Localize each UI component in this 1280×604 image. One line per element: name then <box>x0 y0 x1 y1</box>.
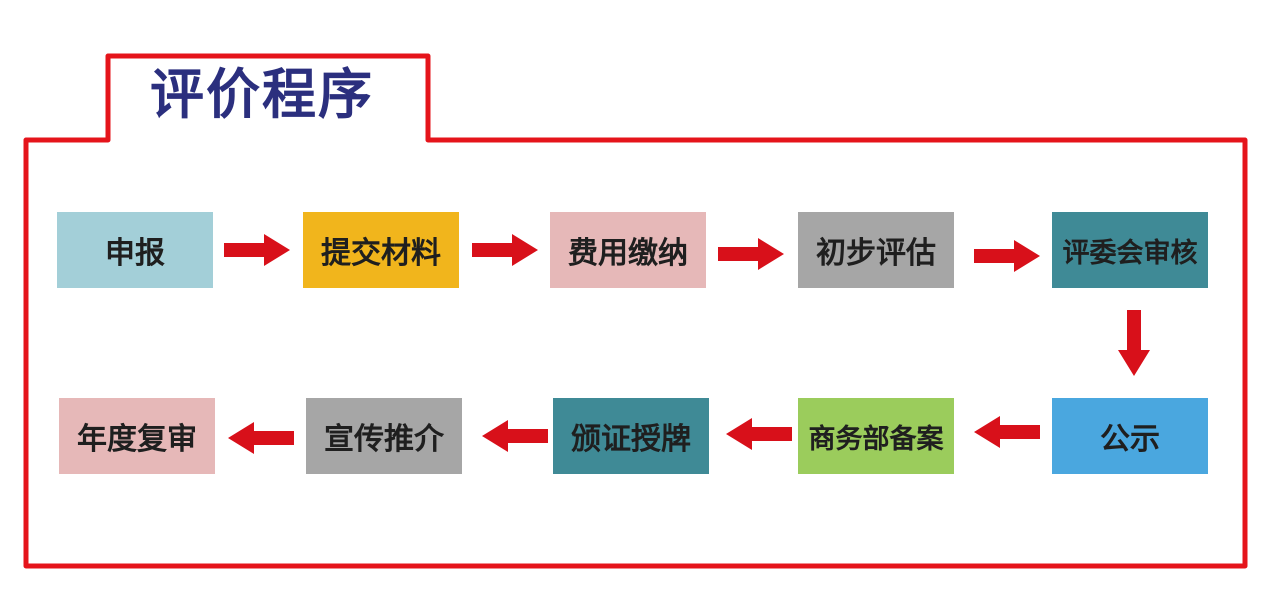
arrow-down-icon <box>1118 310 1150 376</box>
step-gongshi: 公示 <box>1052 398 1208 474</box>
arrow-left-icon <box>726 418 792 450</box>
step-niandu-fushen: 年度复审 <box>59 398 215 474</box>
page-title: 评价程序 <box>150 63 374 126</box>
step-label: 提交材料 <box>321 236 441 271</box>
step-label: 宣传推介 <box>324 422 444 457</box>
step-xuanchuan-tuijie: 宣传推介 <box>306 398 462 474</box>
step-label: 评委会审核 <box>1062 237 1198 269</box>
arrow-right-icon <box>224 234 290 266</box>
step-shangwubu-beian: 商务部备案 <box>798 398 954 474</box>
step-tijiao-cailiao: 提交材料 <box>303 212 459 288</box>
step-chubu-pinggu: 初步评估 <box>798 212 954 288</box>
step-label: 费用缴纳 <box>568 236 688 271</box>
step-banzheng-shoupai: 颁证授牌 <box>553 398 709 474</box>
step-label: 申报 <box>105 236 165 271</box>
tab-frame-border <box>23 53 1248 569</box>
step-label: 初步评估 <box>816 236 936 271</box>
step-shenbao: 申报 <box>57 212 213 288</box>
step-feiyong-jiaona: 费用缴纳 <box>550 212 706 288</box>
step-label: 商务部备案 <box>808 423 944 455</box>
step-label: 公示 <box>1100 422 1160 457</box>
arrow-right-icon <box>718 238 784 270</box>
arrow-left-icon <box>974 416 1040 448</box>
arrow-left-icon <box>482 420 548 452</box>
step-label: 颁证授牌 <box>571 422 691 457</box>
step-label: 年度复审 <box>77 422 197 457</box>
arrow-right-icon <box>974 240 1040 272</box>
arrow-right-icon <box>472 234 538 266</box>
arrow-left-icon <box>228 422 294 454</box>
step-pingweihui-shenhe: 评委会审核 <box>1052 212 1208 288</box>
